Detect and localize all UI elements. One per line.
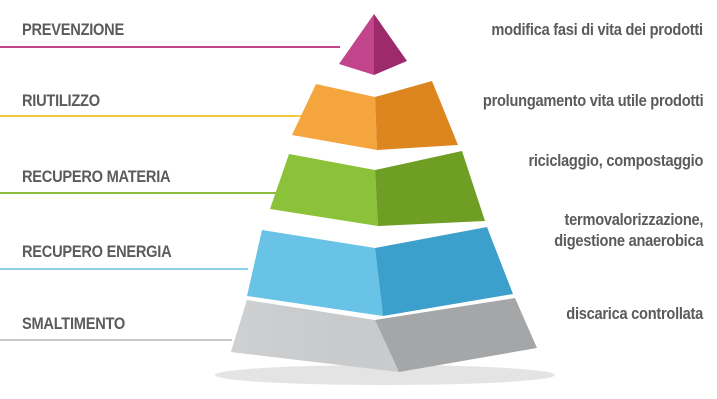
description-line: riciclaggio, compostaggio xyxy=(528,151,703,170)
level-description-smaltimento: discarica controllata xyxy=(566,303,703,324)
pyramid-level-recupero-materia xyxy=(270,151,485,226)
level-name-riutilizzo: RIUTILIZZO xyxy=(22,91,100,110)
level-description-riutilizzo: prolungamento vita utile prodotti xyxy=(482,90,703,111)
level-name-prevenzione: PREVENZIONE xyxy=(22,20,124,39)
description-line: prolungamento vita utile prodotti xyxy=(482,91,703,110)
pyramid-shadow xyxy=(215,365,555,385)
level-name-recupero-materia: RECUPERO MATERIA xyxy=(22,167,171,186)
pyramid-level-prevenzione xyxy=(339,14,407,75)
description-line: digestione anaerobica xyxy=(554,231,703,250)
description-line: modifica fasi di vita dei prodotti xyxy=(491,20,704,39)
pyramid-level-riutilizzo xyxy=(292,81,458,150)
level-name-smaltimento: SMALTIMENTO xyxy=(22,314,126,333)
pyramid-level-smaltimento xyxy=(231,298,537,372)
description-line: discarica controllata xyxy=(566,304,703,323)
pyramid-level-recupero-energia xyxy=(247,227,513,316)
level-name-recupero-energia: RECUPERO ENERGIA xyxy=(22,242,172,261)
description-line: termovalorizzazione, xyxy=(564,210,703,229)
level-description-recupero-materia: riciclaggio, compostaggio xyxy=(528,150,703,171)
level-description-prevenzione: modifica fasi di vita dei prodotti xyxy=(491,19,704,40)
level-description-recupero-energia: termovalorizzazione, digestione anaerobi… xyxy=(554,209,703,251)
